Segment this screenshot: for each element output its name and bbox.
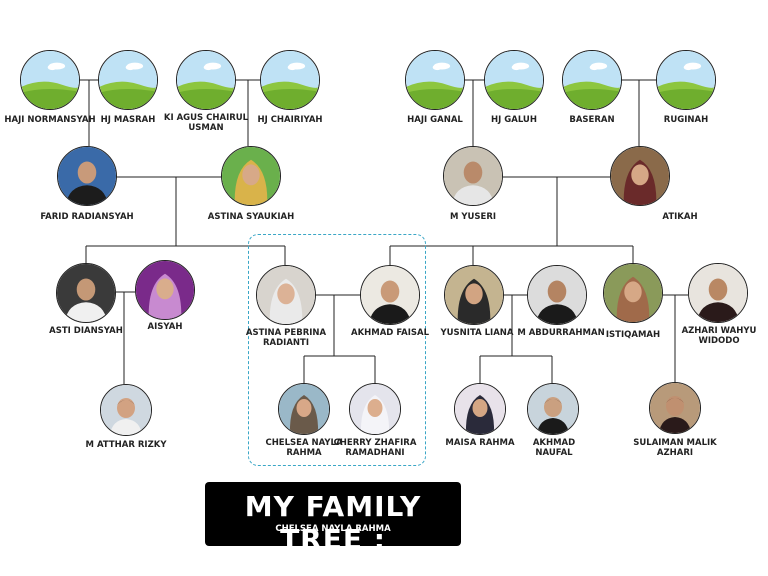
person-name: ASTINA SYAUKIAH (207, 212, 295, 222)
person-name: ASTINA PEBRINA RADIANTI (245, 328, 327, 348)
person-name: HAJI GANAL (407, 115, 463, 125)
person-name: YUSNITA LIANA (440, 328, 514, 338)
placeholder-landscape-icon (562, 50, 622, 110)
placeholder-landscape-icon (98, 50, 158, 110)
portrait-photo-icon (56, 263, 116, 323)
person-name: MAISA RAHMA (445, 438, 515, 448)
placeholder-landscape-icon (405, 50, 465, 110)
portrait-photo-icon (221, 146, 281, 206)
portrait-photo-icon (135, 260, 195, 320)
person-name: CHERRY ZHAFIRA RAMADHANI (333, 438, 417, 458)
portrait-photo-icon (360, 265, 420, 325)
portrait-photo-icon (649, 382, 701, 434)
person-name: FARID RADIANSYAH (40, 212, 134, 222)
person-name: AISYAH (147, 322, 183, 332)
person-name: AKHMAD NAUFAL (532, 438, 576, 458)
portrait-photo-icon (57, 146, 117, 206)
person-name: AZHARI WAHYU WIDODO (681, 326, 757, 346)
portrait-photo-icon (688, 263, 748, 323)
title-main: MY FAMILY TREE : (244, 490, 422, 556)
person-name: CHELSEA NAYLA RAHMA (265, 438, 343, 458)
title-subtitle: CHELSEA NAYLA RAHMA (275, 524, 391, 534)
person-name: HJ CHAIRIYAH (257, 115, 323, 125)
person-name: ATIKAH (662, 212, 698, 222)
person-name: HJ MASRAH (100, 115, 156, 125)
placeholder-landscape-icon (260, 50, 320, 110)
portrait-photo-icon (349, 383, 401, 435)
person-name: AKHMAD FAISAL (350, 328, 430, 338)
person-name: HAJI NORMANSYAH (4, 115, 96, 125)
placeholder-landscape-icon (20, 50, 80, 110)
portrait-photo-icon (444, 265, 504, 325)
portrait-photo-icon (100, 384, 152, 436)
portrait-photo-icon (603, 263, 663, 323)
person-name: ISTIQAMAH (605, 330, 661, 340)
portrait-photo-icon (527, 383, 579, 435)
person-name: RUGINAH (663, 115, 709, 125)
person-name: M YUSERI (449, 212, 497, 222)
focus-family-highlight (248, 234, 426, 466)
portrait-photo-icon (278, 383, 330, 435)
person-name: KI AGUS CHAIRUL USMAN (163, 113, 249, 133)
person-name: HJ GALUH (491, 115, 537, 125)
person-name: ASTI DIANSYAH (49, 326, 123, 336)
portrait-photo-icon (443, 146, 503, 206)
person-name: SULAIMAN MALIK AZHARI (633, 438, 717, 458)
placeholder-landscape-icon (656, 50, 716, 110)
portrait-photo-icon (454, 383, 506, 435)
portrait-photo-icon (610, 146, 670, 206)
placeholder-landscape-icon (484, 50, 544, 110)
person-name: M ATTHAR RIZKY (85, 440, 167, 450)
title-banner: MY FAMILY TREE : CHELSEA NAYLA RAHMA (205, 482, 461, 556)
person-name: BASERAN (569, 115, 615, 125)
placeholder-landscape-icon (176, 50, 236, 110)
person-name: M ABDURRAHMAN (517, 328, 605, 338)
portrait-photo-icon (527, 265, 587, 325)
portrait-photo-icon (256, 265, 316, 325)
